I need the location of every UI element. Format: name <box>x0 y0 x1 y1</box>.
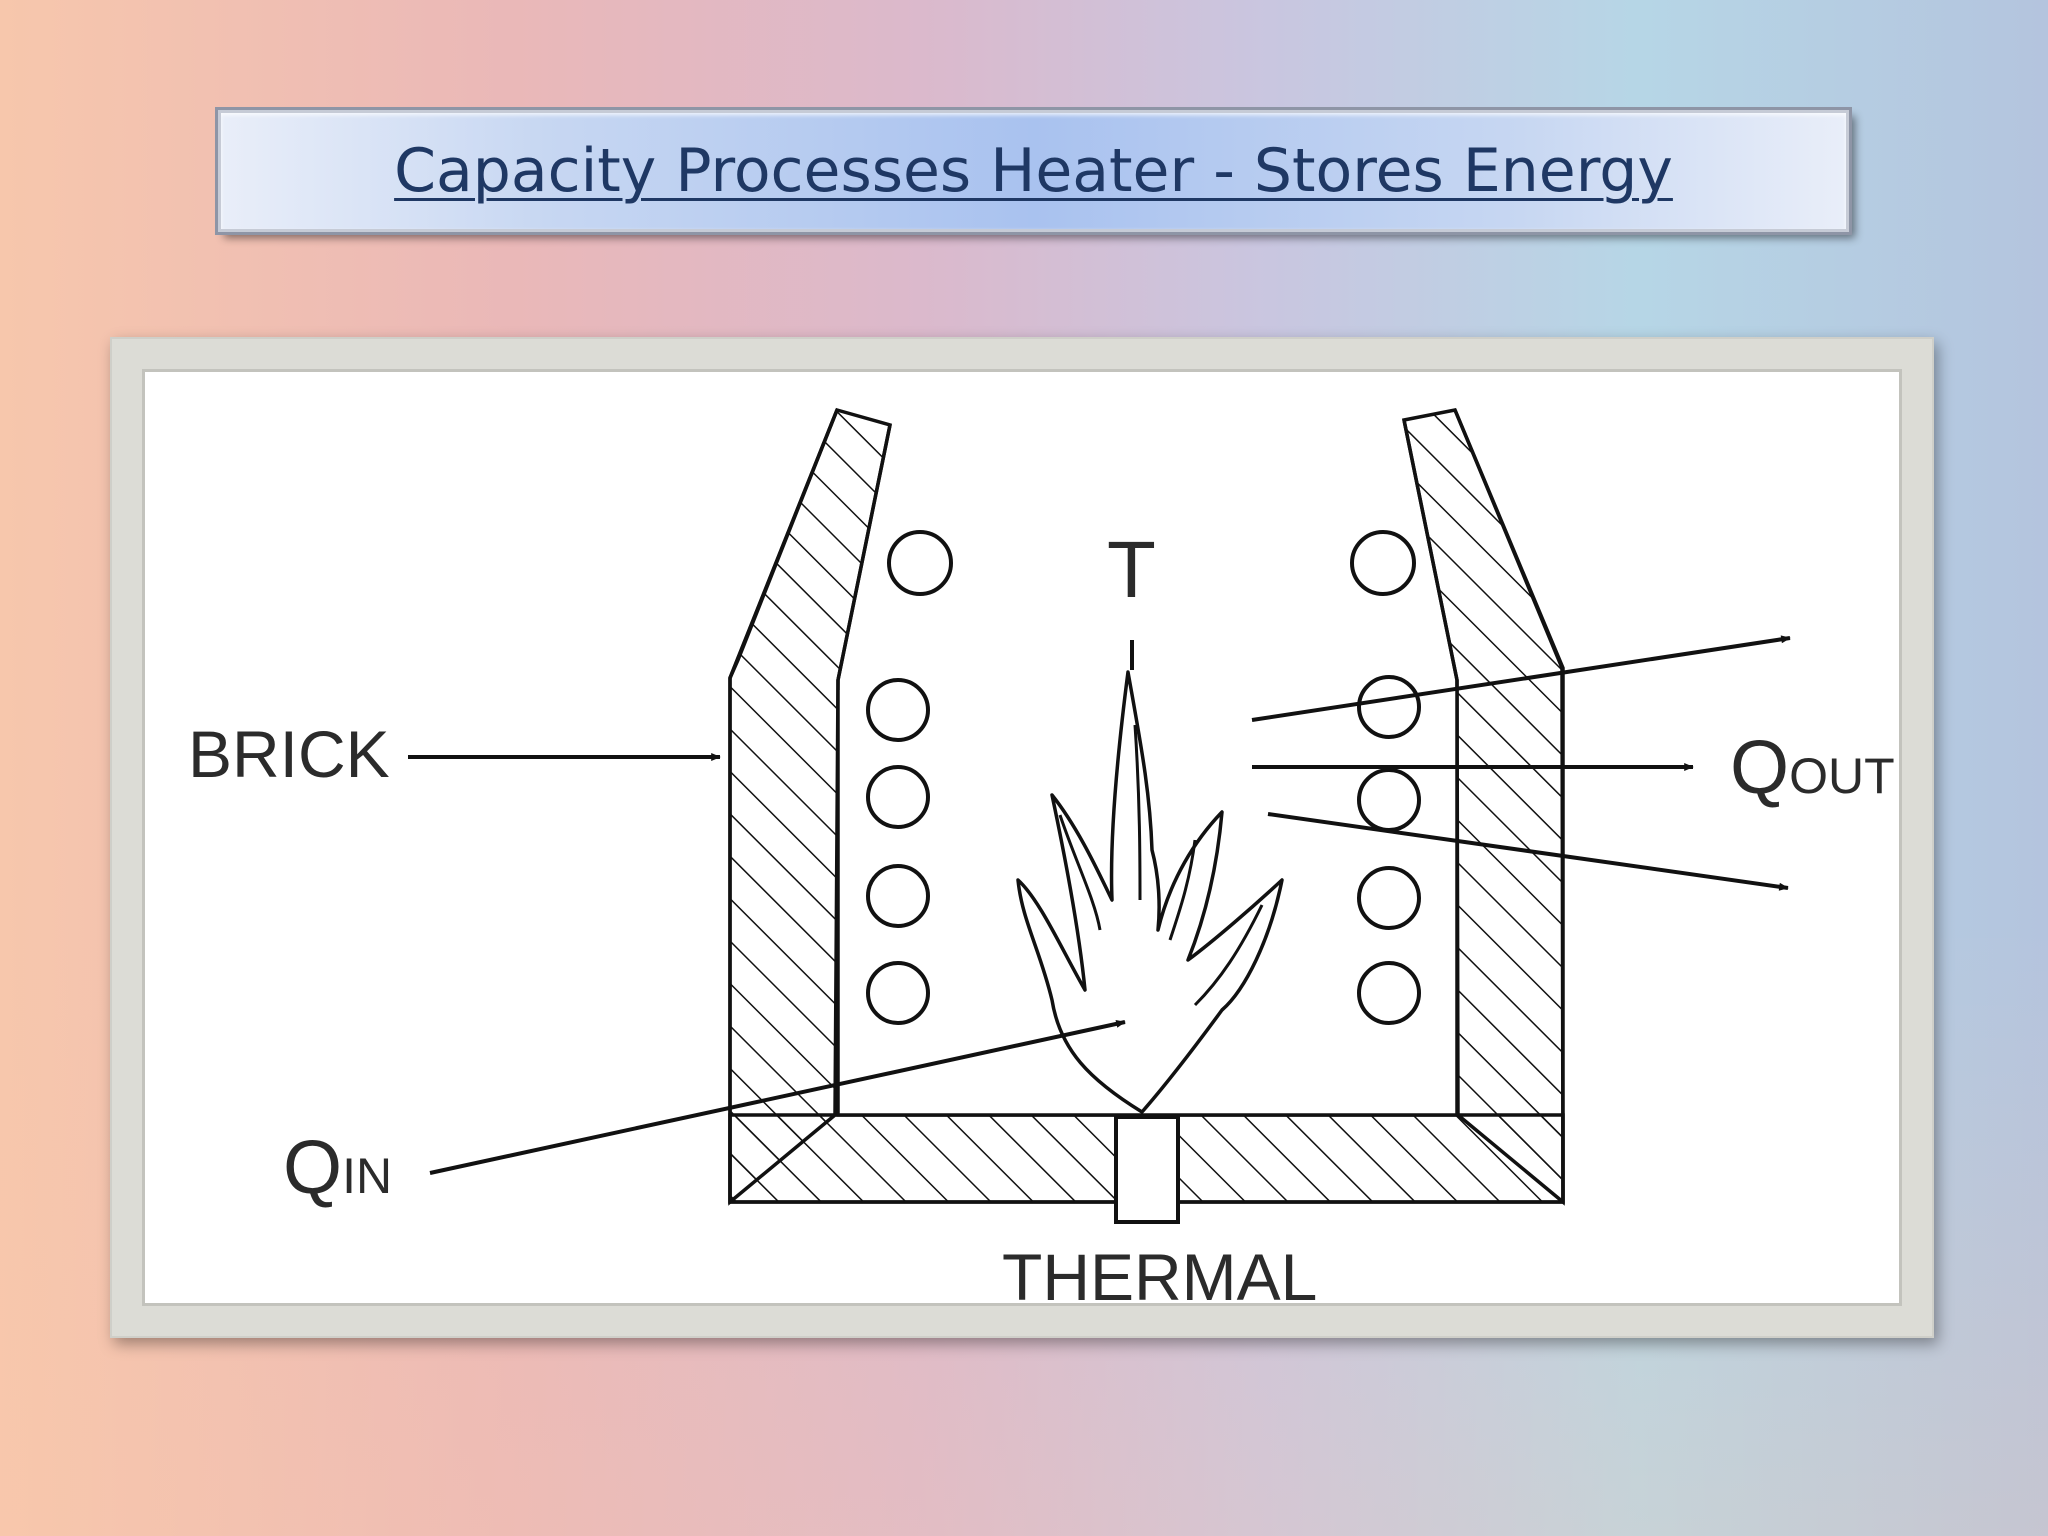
coil <box>866 864 930 928</box>
thermal-sensor <box>1114 1115 1180 1224</box>
q-out-arrow-bottom <box>1267 812 1789 891</box>
coil <box>1357 675 1421 739</box>
slide-title: Capacity Processes Heater - Stores Energ… <box>394 136 1673 206</box>
coil <box>866 765 930 829</box>
q-in-main: Q <box>283 1125 342 1210</box>
t-label: T <box>1107 525 1156 614</box>
flame <box>1016 670 1284 1114</box>
q-in-label: QIN <box>283 1125 392 1210</box>
q-out-arrow-top <box>1251 635 1791 722</box>
brick-label: BRICK <box>188 717 390 791</box>
q-out-label: QOUT <box>1730 725 1895 810</box>
arrows <box>408 635 1791 1175</box>
title-banner: Capacity Processes Heater - Stores Energ… <box>218 110 1849 232</box>
coil <box>1357 768 1421 832</box>
flame-inner <box>1058 724 1264 1007</box>
thermal-label: THERMAL <box>1002 1240 1317 1314</box>
q-in-sub: IN <box>342 1148 392 1204</box>
coil <box>887 530 953 596</box>
q-out-sub: OUT <box>1789 748 1895 804</box>
q-in-arrow <box>429 1019 1126 1175</box>
coil <box>1357 961 1421 1025</box>
coil <box>1357 866 1421 930</box>
coil <box>1350 530 1416 596</box>
coil <box>866 678 930 742</box>
coil <box>866 961 930 1025</box>
q-out-main: Q <box>1730 725 1789 810</box>
heating-coils-left <box>866 530 953 1025</box>
